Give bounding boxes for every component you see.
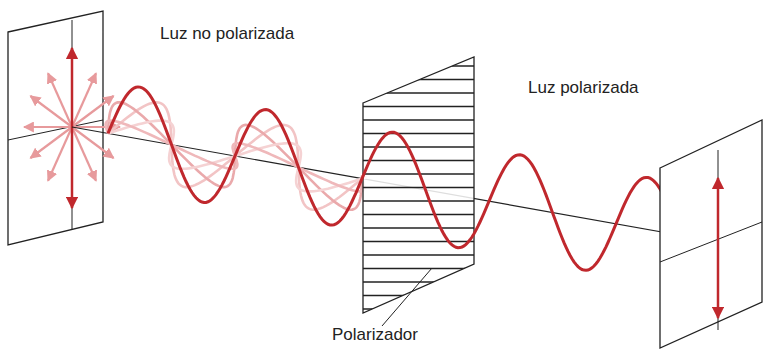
vertical-arrow xyxy=(71,48,74,208)
polarizer-slit xyxy=(360,295,478,297)
polarizer-slit xyxy=(360,119,478,121)
text-label: Polarizador xyxy=(332,325,418,345)
polarizer-slit xyxy=(360,133,478,135)
polarizer-slit xyxy=(360,268,478,270)
polarizer-slit xyxy=(360,160,478,162)
polarizer-slit xyxy=(360,308,478,310)
text-label: Luz polarizada xyxy=(528,78,639,98)
polarizer-slit xyxy=(360,79,478,81)
polarizer-slit xyxy=(360,65,478,67)
polarizer-slit xyxy=(360,241,478,243)
polarizer xyxy=(360,57,478,313)
polarizer-slit xyxy=(360,92,478,94)
text-label: Luz no polarizada xyxy=(160,24,294,44)
polarizer-slit xyxy=(360,200,478,202)
polarizer-slit xyxy=(360,187,478,189)
polarized-wave xyxy=(108,87,672,270)
right-frame xyxy=(660,120,762,348)
polarizer-slit xyxy=(360,106,478,108)
leader-line xyxy=(382,268,432,326)
red-wave xyxy=(108,87,672,270)
polarizer-slit xyxy=(360,227,478,229)
polarizer-slit xyxy=(360,214,478,216)
polarizer-slit xyxy=(360,254,478,256)
pale-wave xyxy=(108,102,366,209)
